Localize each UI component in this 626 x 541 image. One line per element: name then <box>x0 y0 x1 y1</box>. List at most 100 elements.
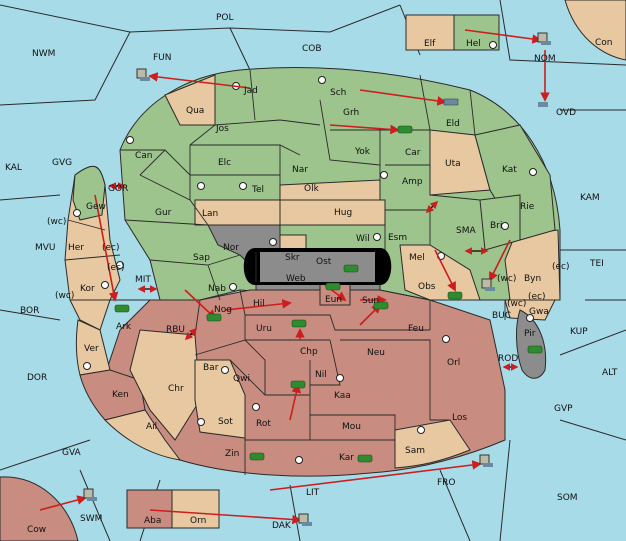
province-label: Gur <box>155 208 172 218</box>
province-label: (ec) <box>552 262 570 272</box>
province-label: Pir <box>524 329 536 339</box>
army-icon <box>291 319 307 328</box>
army-icon <box>397 125 413 134</box>
province-label: (wc) <box>497 274 516 284</box>
sea-mit: MIT <box>135 275 151 285</box>
province-label: (ec) <box>528 292 546 302</box>
province-label: Nil <box>315 370 327 380</box>
army-icon <box>290 380 306 389</box>
province-label: Lan <box>202 209 218 219</box>
army-icon <box>206 313 222 322</box>
sea-fun: FUN <box>153 53 172 63</box>
province-label: Rot <box>256 419 271 429</box>
province-label: Tel <box>251 185 264 195</box>
army-icon <box>343 264 359 273</box>
province-label: Elc <box>218 158 231 168</box>
province-label: (ec) <box>102 243 120 253</box>
province-label: Orl <box>447 358 460 368</box>
province-label: Ver <box>84 344 99 354</box>
sea-rbu: RBU <box>166 325 185 335</box>
sea-rod: ROD <box>498 354 518 364</box>
province-label: Gew <box>86 202 106 212</box>
province-label: Ken <box>112 390 129 400</box>
army-icon <box>249 452 265 461</box>
province-label: Web <box>286 274 306 284</box>
province-label: Her <box>68 243 84 253</box>
coast-links <box>108 182 519 371</box>
province-label: Eun <box>325 295 342 305</box>
province-label: Sap <box>193 253 210 263</box>
sea-labels: POL NWM FUN COB NOM OVD KAL GVG GOR KAM … <box>5 13 618 531</box>
sea-lit: LIT <box>306 488 320 498</box>
province-elf <box>405 14 455 51</box>
province-label: Olk <box>304 184 320 194</box>
sea-mvu: MVU <box>35 243 56 253</box>
province-label: Rie <box>520 202 535 212</box>
province-label: Hil <box>253 299 265 309</box>
sea-swm: SWM <box>80 514 102 524</box>
province-label: Amp <box>402 177 423 187</box>
sea-kal: KAL <box>5 163 22 173</box>
province-label: Elf <box>424 39 436 49</box>
sea-gor: GOR <box>108 184 128 194</box>
province-label: Wil <box>356 234 370 244</box>
army-icon <box>325 282 341 291</box>
province-label: Qua <box>186 106 204 116</box>
province-label: Kaa <box>334 391 351 401</box>
province-label: Chp <box>300 347 318 357</box>
province-label: Kor <box>80 284 95 294</box>
sea-gva: GVA <box>62 448 82 458</box>
province-label: Feu <box>408 324 424 334</box>
sea-ovd: OVD <box>556 108 576 118</box>
province-bri <box>479 194 521 251</box>
province-label: (ec) <box>107 263 125 273</box>
province-gwa <box>504 299 556 321</box>
sea-som: SOM <box>557 493 578 503</box>
province-label: Aba <box>144 516 161 526</box>
army-icon <box>114 304 130 313</box>
province-sam <box>394 419 471 469</box>
sea-nwm: NWM <box>32 49 55 59</box>
province-label: Hel <box>466 39 481 49</box>
army-icon <box>373 301 389 310</box>
province-label: Nar <box>292 165 308 175</box>
sea-pol: POL <box>216 13 234 23</box>
fleet-units <box>83 32 551 526</box>
sea-nom: NOM <box>534 54 556 64</box>
sea-kam: KAM <box>580 193 600 203</box>
sea-bor: BOR <box>20 306 39 316</box>
province-label: Eld <box>446 119 460 129</box>
province-label: Mou <box>342 422 361 432</box>
province-label: Hug <box>334 208 352 218</box>
province-label: Can <box>135 151 153 161</box>
province-label: Sam <box>405 446 425 456</box>
sea-fro: FRO <box>437 478 456 488</box>
province-label: Cow <box>27 525 46 535</box>
land-labels: Con Elf Hel Jad Qua Sch Jos Grh Eld Can … <box>27 38 613 535</box>
sea-buc: BUC <box>492 311 511 321</box>
province-ail <box>104 409 182 461</box>
province-label: Nor <box>223 243 239 253</box>
province-label: Mel <box>409 253 425 263</box>
supply-centers <box>73 41 537 464</box>
province-lines <box>64 69 506 475</box>
province-label: Yok <box>354 147 371 157</box>
province-label: Ail <box>146 422 157 432</box>
sea-cob: COB <box>302 44 322 54</box>
web-inner <box>260 252 375 282</box>
province-label: Uta <box>445 159 461 169</box>
province-label: Kat <box>502 165 517 175</box>
province-label: Nab <box>208 284 226 294</box>
province-pir <box>516 309 547 379</box>
sea-alt: ALT <box>602 368 618 378</box>
orders <box>39 29 550 525</box>
army-icon <box>527 345 543 354</box>
province-label: Jos <box>215 124 229 134</box>
sea-tei: TEI <box>589 259 604 269</box>
province-label: (wc) <box>55 291 74 301</box>
province-label: Bar <box>203 363 219 373</box>
province-label: Gwa <box>529 307 549 317</box>
